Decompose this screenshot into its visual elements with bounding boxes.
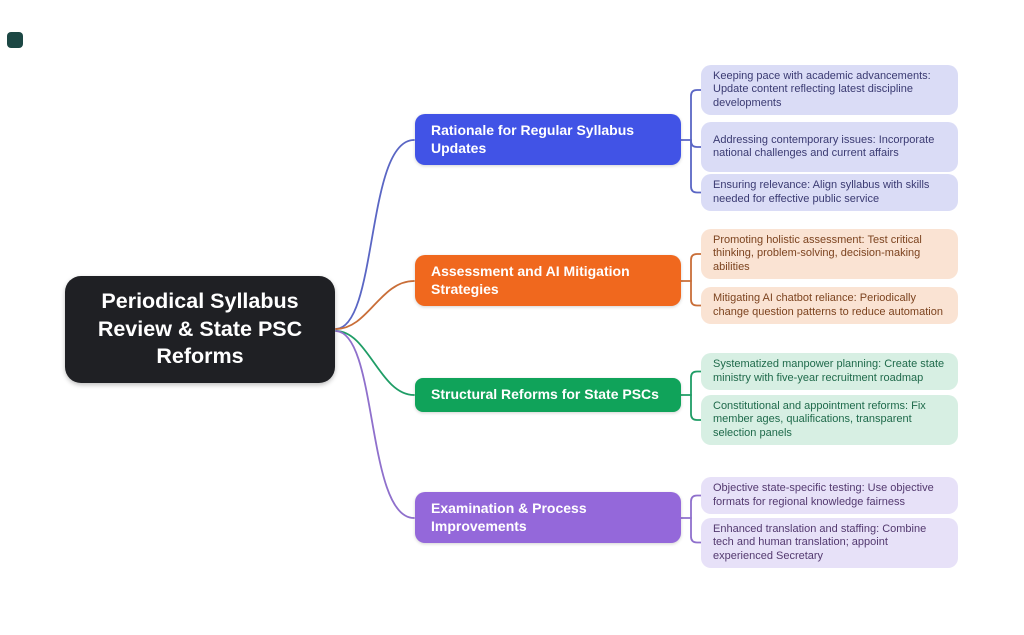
branch-node-examination[interactable]: Examination & Process Improvements (415, 492, 681, 543)
leaf-node[interactable]: Enhanced translation and staffing: Combi… (701, 518, 958, 569)
branch-label: Rationale for Regular Syllabus Updates (431, 122, 635, 156)
leaf-node[interactable]: Ensuring relevance: Align syllabus with … (701, 174, 958, 211)
branch-label: Assessment and AI Mitigation Strategies (431, 263, 630, 297)
leaf-label: Objective state-specific testing: Use ob… (713, 482, 934, 508)
branch-label: Structural Reforms for State PSCs (431, 386, 659, 402)
branch-node-assessment[interactable]: Assessment and AI Mitigation Strategies (415, 255, 681, 306)
leaf-label: Keeping pace with academic advancements:… (713, 70, 931, 109)
leaf-label: Ensuring relevance: Align syllabus with … (713, 179, 930, 205)
leaf-label: Promoting holistic assessment: Test crit… (713, 234, 922, 273)
leaf-label: Addressing contemporary issues: Incorpor… (713, 133, 935, 159)
leaf-label: Constitutional and appointment reforms: … (713, 400, 926, 439)
leaf-label: Mitigating AI chatbot reliance: Periodic… (713, 292, 943, 318)
leaf-node[interactable]: Systematized manpower planning: Create s… (701, 353, 958, 390)
leaf-node[interactable]: Keeping pace with academic advancements:… (701, 65, 958, 116)
root-node-label: Periodical Syllabus Review & State PSC R… (97, 288, 303, 369)
root-node[interactable]: Periodical Syllabus Review & State PSC R… (65, 276, 335, 383)
leaf-label: Systematized manpower planning: Create s… (713, 358, 945, 384)
leaf-node[interactable]: Promoting holistic assessment: Test crit… (701, 229, 958, 280)
branch-node-structural[interactable]: Structural Reforms for State PSCs (415, 378, 681, 412)
branch-label: Examination & Process Improvements (431, 500, 587, 534)
app-logo (7, 32, 23, 48)
leaf-node[interactable]: Constitutional and appointment reforms: … (701, 395, 958, 446)
leaf-label: Enhanced translation and staffing: Combi… (713, 523, 927, 562)
leaf-node[interactable]: Mitigating AI chatbot reliance: Periodic… (701, 287, 958, 324)
leaf-node[interactable]: Objective state-specific testing: Use ob… (701, 477, 958, 514)
leaf-node[interactable]: Addressing contemporary issues: Incorpor… (701, 122, 958, 172)
branch-node-rationale[interactable]: Rationale for Regular Syllabus Updates (415, 114, 681, 165)
